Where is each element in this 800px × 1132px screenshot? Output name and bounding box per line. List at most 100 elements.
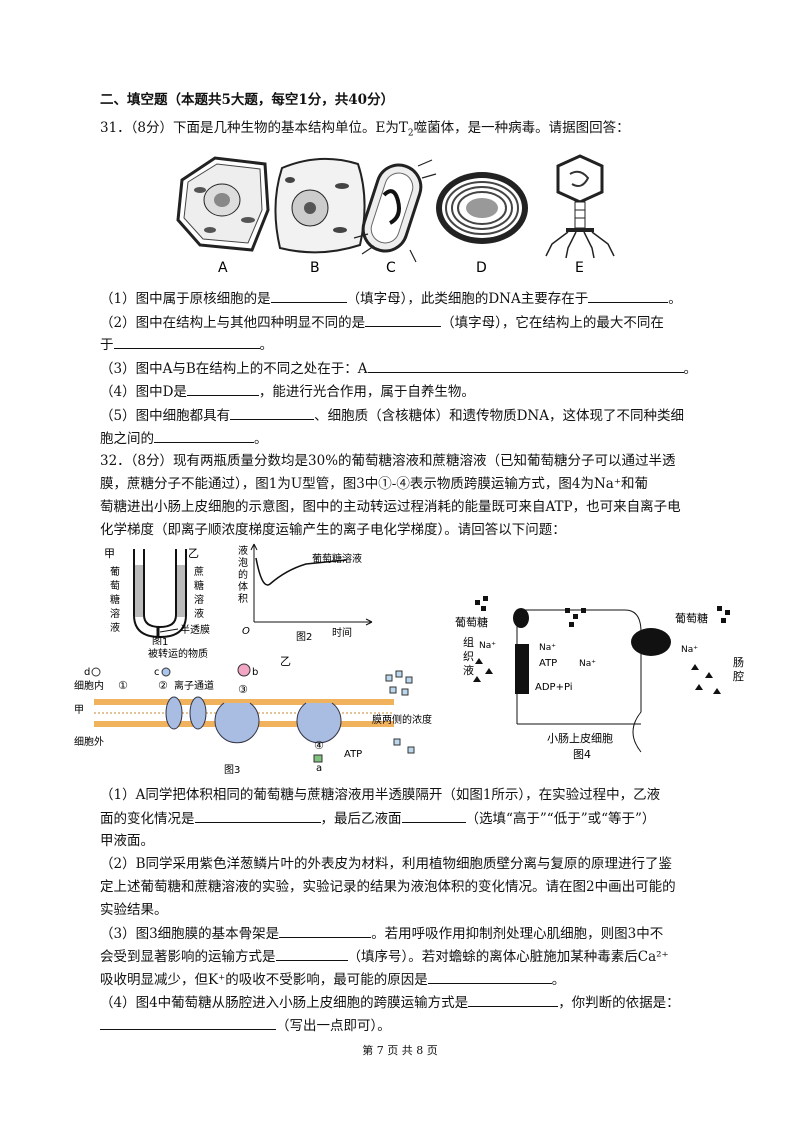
q32-part3: （3）图3细胞膜的基本骨架是。若用呼吸作用抑制剂处理心肌细胞，则图3中不 (100, 923, 663, 944)
figure-4-intestinal-cell: 葡萄糖 葡萄糖 组织液 肠腔 Na⁺ Na⁺ ATP ADP+Pi Na⁺ Na… (455, 596, 744, 761)
svg-text:织: 织 (463, 650, 474, 663)
answer-blank[interactable] (154, 428, 254, 443)
q32-part2: （2）B同学采用紫色洋葱鳞片叶的外表皮为材料，利用植物细胞质壁分离与复原的原理进… (100, 856, 673, 872)
fig4-atp: ATP (539, 658, 557, 669)
svg-text:糖: 糖 (194, 579, 204, 592)
svg-text:萄: 萄 (110, 579, 120, 592)
answer-blank[interactable] (468, 992, 559, 1007)
q32-part3-cont: 会受到显著影响的运输方式是（填序号）。若对蟾蜍的离体心脏施加某种毒素后Ca²⁺ (100, 946, 669, 967)
answer-blank[interactable] (401, 808, 466, 823)
answer-blank[interactable] (230, 405, 315, 420)
page-footer: 第 7 页 共 8 页 (362, 1044, 438, 1057)
svg-text:体: 体 (238, 581, 248, 593)
q31-part5-cont: 胞之间的。 (100, 428, 268, 449)
svg-text:葡: 葡 (110, 565, 120, 578)
fig3-num-1: ① (118, 679, 128, 692)
fig3-yi-label: 乙 (280, 655, 291, 668)
section-title: 二、填空题（本题共5大题，每空1分，共40分） (100, 92, 395, 108)
cell-b-animal (274, 157, 366, 254)
fig1-left-label: 葡萄糖溶液 (110, 565, 120, 634)
svg-text:液: 液 (110, 621, 120, 634)
q31-part5: （5）图中细胞都具有、细胞质（含核糖体）和遗传物质DNA，这体现了不同种类细 (100, 405, 684, 426)
svg-text:泡: 泡 (238, 556, 248, 569)
fig3-letter-a: a (316, 763, 322, 774)
cell-e-phage (545, 154, 615, 259)
fig4-cell-label: 小肠上皮细胞 (547, 732, 613, 745)
figure-3-membrane: 被转运的物质 乙 d c b 细胞内 ① ② 离子通道 ③ 甲 细胞外 ④ a … (74, 647, 432, 775)
fig4-molecules (473, 596, 730, 694)
svg-text:肠: 肠 (733, 656, 744, 669)
cell-c-bacterium (353, 159, 437, 263)
figure-1-u-tube: 甲 乙 葡萄糖溶液 蔗糖溶液 半透膜 图1 (104, 547, 210, 645)
cell-a-plant (176, 156, 270, 252)
fig1-caption: 图1 (152, 636, 168, 645)
label-e: E (575, 260, 584, 276)
fig4-na-left: Na⁺ (479, 641, 496, 651)
fig4-glucose-left: 葡萄糖 (455, 615, 488, 629)
answer-blank[interactable] (367, 358, 684, 373)
svg-text:液: 液 (463, 663, 474, 677)
fig3-inside-label: 细胞内 (74, 679, 104, 692)
q31-part2: （2）图中在结构上与其他四种明显不同的是（填字母），它在结构上的最大不同在 (100, 312, 664, 333)
fig4-na-cell: Na⁺ (579, 659, 596, 669)
q32-part1: （1）A同学把体积相同的葡萄糖与蔗糖溶液用半透膜隔开（如图1所示），在实验过程中… (100, 787, 661, 803)
answer-blank[interactable] (194, 808, 321, 823)
svg-text:积: 积 (238, 593, 248, 605)
fig4-lumen-label: 肠腔 (733, 656, 744, 683)
q31-figure-cells: A B C D E (176, 154, 615, 276)
label-a: A (218, 260, 228, 276)
svg-text:组: 组 (463, 635, 474, 649)
answer-blank[interactable] (270, 288, 347, 303)
fig2-curve-label: 葡萄糖溶液 (312, 552, 362, 565)
q31-intro: 31．（8分）下面是几种生物的基本结构单位。E为T2噬菌体，是一种病毒。请据图回… (100, 120, 630, 139)
svg-text:蔗: 蔗 (194, 566, 204, 578)
fig3-transported-label: 被转运的物质 (148, 647, 208, 660)
label-d: D (476, 260, 487, 276)
svg-text:液: 液 (238, 544, 248, 557)
fig4-glucose-right: 葡萄糖 (675, 611, 708, 625)
fig3-atp-label: ATP (344, 749, 362, 760)
svg-text:腔: 腔 (733, 669, 744, 683)
fig1-right-top: 乙 (188, 547, 199, 560)
answer-blank[interactable] (365, 312, 442, 327)
fig4-na-right: Na⁺ (681, 645, 698, 655)
label-c: C (386, 260, 396, 276)
answer-blank[interactable] (113, 334, 260, 349)
svg-text:的: 的 (238, 568, 248, 581)
label-b: B (310, 260, 320, 276)
q31-part2-cont: 于。 (100, 334, 273, 355)
answer-blank[interactable] (279, 923, 372, 938)
svg-text:溶: 溶 (194, 593, 204, 606)
fig3-gradient-shapes (385, 670, 415, 754)
answer-blank[interactable] (588, 288, 669, 303)
q32-part4: （4）图4中葡萄糖从肠腔进入小肠上皮细胞的跨膜运输方式是，你判断的依据是： (100, 992, 680, 1013)
fig3-jia-label: 甲 (74, 705, 84, 716)
q32-part4-cont: （写出一点即可）。 (100, 1015, 391, 1036)
q32-part2-end: 实验结果。 (100, 902, 168, 918)
cell-d-alga (436, 172, 528, 244)
fig1-membrane-label: 半透膜 (180, 623, 210, 636)
q32-intro-4: 化学梯度（即离子顺浓度梯度运输产生的离子电化学梯度）。请回答以下问题： (100, 522, 566, 538)
fig1-left-top: 甲 (104, 547, 115, 560)
answer-blank[interactable] (100, 1015, 276, 1030)
q32-part3-end: 吸收明显减少，但K⁺的吸收不受影响，最可能的原因是。 (100, 969, 565, 990)
q32-intro-1: 32．（8分）现有两瓶质量分数均是30%的葡萄糖溶液和蔗糖溶液（已知葡萄糖分子可… (100, 453, 676, 469)
answer-blank[interactable] (186, 381, 259, 396)
q32-part1-cont: 面的变化情况是，最后乙液面（选填“高于”“低于”或“等于”） (100, 808, 655, 829)
q31-part4: （4）图中D是，能进行光合作用，属于自养生物。 (100, 381, 475, 402)
q32-intro-2: 膜，蔗糖分子不能通过），图1为U型管，图3中①-④表示物质跨膜运输方式，图4为N… (100, 476, 648, 492)
q31-part1: （1）图中属于原核细胞的是（填字母），此类细胞的DNA主要存在于。 (100, 288, 682, 309)
fig3-caption: 图3 (224, 764, 240, 775)
fig3-letter-c: c (154, 667, 160, 678)
fig3-num-4: ④ (314, 739, 324, 752)
q32-part2-cont: 定上述葡萄糖和蔗糖溶液的实验，实验记录的结果为液泡体积的变化情况。请在图2中画出… (100, 879, 676, 895)
fig2-origin: O (242, 626, 250, 637)
fig1-right-label: 蔗糖溶液 (194, 566, 204, 620)
answer-blank[interactable] (275, 946, 348, 961)
fig3-letter-b: b (252, 667, 258, 678)
svg-text:糖: 糖 (110, 593, 120, 606)
answer-blank[interactable] (427, 969, 552, 984)
fig4-caption: 图4 (573, 748, 591, 761)
